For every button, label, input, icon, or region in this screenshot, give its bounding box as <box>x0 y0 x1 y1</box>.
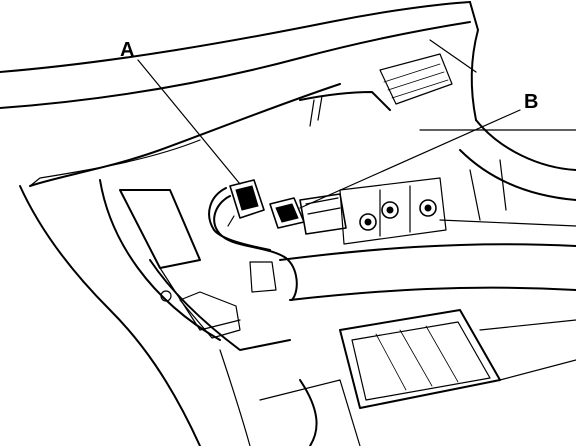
callout-label-b: B <box>524 91 538 113</box>
connector-a <box>208 179 298 301</box>
left-pillar <box>19 179 291 446</box>
leader-line-a <box>137 59 241 185</box>
dashboard-upper-outline <box>0 1 479 187</box>
callout-label-a: A <box>120 39 134 61</box>
connector-b <box>269 193 347 235</box>
right-housing <box>279 119 576 301</box>
mounting-bolts <box>339 177 447 245</box>
leader-lines <box>137 59 521 209</box>
upper-vent-grille <box>299 53 453 127</box>
leader-line-b <box>299 109 521 209</box>
lower-module <box>259 309 576 446</box>
